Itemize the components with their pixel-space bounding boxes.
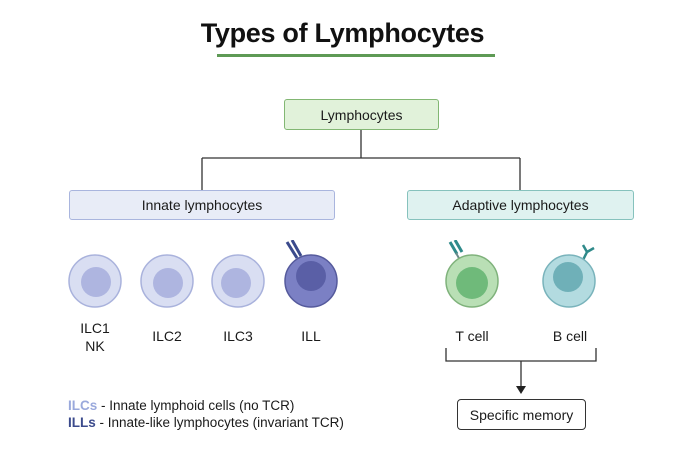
ill-cell-icon bbox=[284, 240, 338, 308]
title-underline bbox=[217, 54, 495, 57]
ilc1-label-line1: ILC1 bbox=[80, 320, 110, 336]
innate-lymphocytes-node: Innate lymphocytes bbox=[69, 190, 335, 220]
memory-arrow-head bbox=[516, 386, 526, 394]
legend-ills: ILLs - Innate-like lymphocytes (invarian… bbox=[68, 415, 344, 430]
lymphocytes-node: Lymphocytes bbox=[284, 99, 439, 130]
ilc1-label: ILC1 NK bbox=[60, 319, 130, 355]
ilc3-cell-icon bbox=[211, 254, 265, 308]
ilc1-cell-icon bbox=[68, 254, 122, 308]
ilc3-label: ILC3 bbox=[223, 328, 253, 344]
ilc1-label-line2: NK bbox=[85, 338, 105, 354]
adaptive-lymphocytes-node: Adaptive lymphocytes bbox=[407, 190, 634, 220]
ill-label: ILL bbox=[301, 328, 321, 344]
ilc2-label: ILC2 bbox=[152, 328, 182, 344]
legend-ilcs-desc: - Innate lymphoid cells (no TCR) bbox=[97, 398, 295, 413]
b-cell-label: B cell bbox=[552, 328, 588, 344]
specific-memory-node: Specific memory bbox=[457, 399, 586, 430]
adaptive-bracket bbox=[445, 348, 597, 362]
legend-ilcs-abbr: ILCs bbox=[68, 398, 98, 413]
b-cell-icon bbox=[542, 244, 596, 308]
legend-ills-abbr: ILLs bbox=[68, 415, 96, 430]
t-cell-icon bbox=[445, 240, 499, 308]
t-cell-label: T cell bbox=[455, 328, 489, 344]
legend-ills-desc: - Innate-like lymphocytes (invariant TCR… bbox=[95, 415, 344, 430]
legend-ilcs: ILCs - Innate lymphoid cells (no TCR) bbox=[68, 398, 294, 413]
page-title: Types of Lymphocytes bbox=[200, 18, 485, 48]
ilc2-cell-icon bbox=[140, 254, 194, 308]
